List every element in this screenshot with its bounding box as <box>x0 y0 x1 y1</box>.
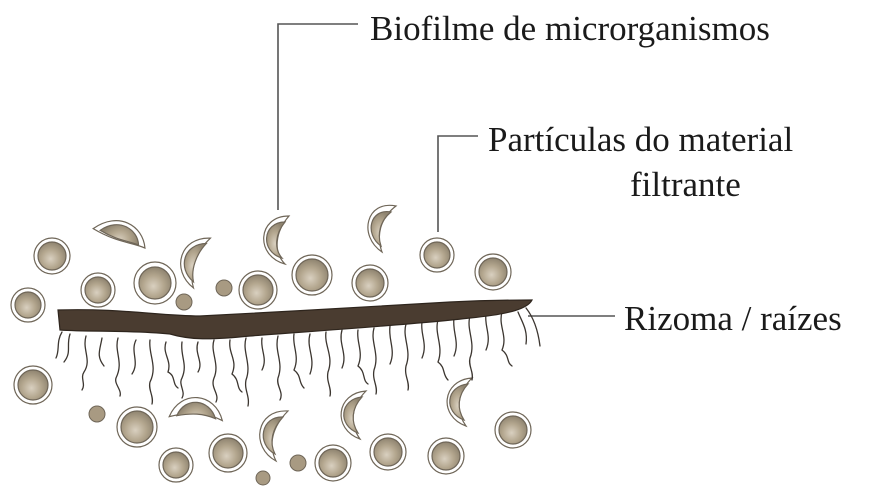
grain <box>290 455 306 471</box>
particle <box>117 407 157 447</box>
particles-label-line2: filtrante <box>630 166 741 204</box>
particle <box>428 438 464 474</box>
rhizome-label: Rizoma / raízes <box>624 300 842 338</box>
particle <box>176 234 210 290</box>
particle <box>341 391 366 439</box>
particle <box>239 271 277 309</box>
particle <box>93 212 146 262</box>
particle <box>159 448 193 482</box>
particle <box>447 378 472 426</box>
particle <box>420 238 454 272</box>
particle <box>134 262 176 304</box>
biofilm-leader-line <box>278 24 358 210</box>
particle <box>292 255 332 295</box>
particle <box>370 434 406 470</box>
particles-label-line1: Partículas do material <box>488 121 793 159</box>
particle <box>260 411 288 461</box>
particle <box>495 412 531 448</box>
particle <box>34 238 70 274</box>
particle <box>81 273 115 307</box>
grain <box>176 294 192 310</box>
particle <box>209 434 247 472</box>
grain <box>216 280 232 296</box>
particle <box>368 205 396 252</box>
particle <box>14 366 52 404</box>
particle <box>264 216 289 264</box>
rhizome <box>58 300 532 339</box>
grain <box>256 471 270 485</box>
grain <box>89 406 105 422</box>
particle <box>11 288 45 322</box>
particle <box>475 254 511 290</box>
particle <box>315 445 351 481</box>
particle <box>166 388 224 443</box>
biofilm-label: Biofilme de microrganismos <box>370 10 770 48</box>
particles-leader-line <box>438 136 478 232</box>
particle <box>352 265 388 301</box>
